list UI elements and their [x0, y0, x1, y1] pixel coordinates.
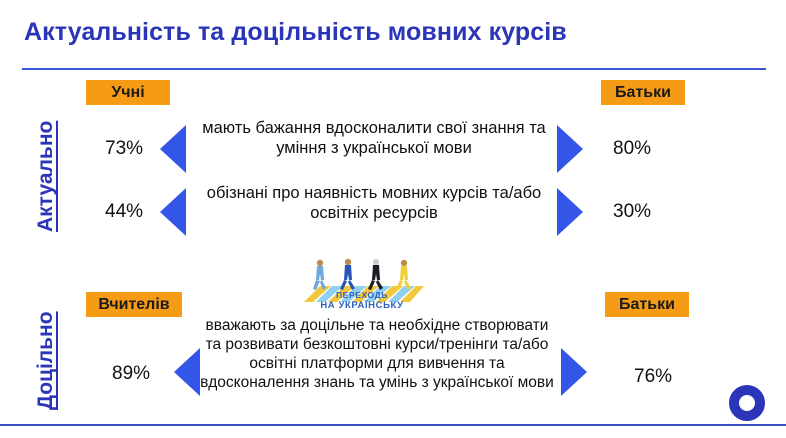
arrow-right-row3 [561, 348, 587, 396]
arrow-left-row1 [160, 125, 186, 173]
statement-row2: обізнані про наявність мовних курсів та/… [206, 184, 542, 223]
value-uchni-row1: 73% [105, 138, 144, 159]
arrow-left-row3 [174, 348, 200, 396]
section-label-aktualno: Актуально [34, 120, 57, 232]
badge-vchyteliv: Вчителів [86, 292, 182, 317]
logo-text-line2: НА УКРАЇНСЬКУ [320, 300, 404, 311]
page-title: Актуальність та доцільність мовних курсі… [24, 18, 567, 46]
value-batky-row3: 76% [634, 366, 673, 387]
logo-text-line1: ПЕРЕХОДЬ [335, 290, 389, 300]
badge-batky-bottom: Батьки [605, 292, 689, 317]
perekhod-na-ukrainsku-logo [300, 256, 424, 314]
value-vchyteliv-row3: 89% [112, 363, 151, 384]
value-uchni-row2: 44% [105, 201, 144, 222]
arrow-right-row1 [557, 125, 583, 173]
badge-batky-top: Батьки [601, 80, 685, 105]
arrow-right-row2 [557, 188, 583, 236]
section-label-docilno: Доцільно [34, 311, 57, 410]
circle-decoration-icon [729, 385, 765, 421]
bottom-divider [0, 424, 786, 426]
value-batky-row2: 30% [613, 201, 652, 222]
value-batky-row1: 80% [613, 138, 652, 159]
arrow-left-row2 [160, 188, 186, 236]
statement-row3: вважають за доцільне та необхідне створю… [200, 317, 554, 391]
badge-uchni: Учні [86, 80, 170, 105]
statement-row1: мають бажання вдосконалити свої знання т… [202, 119, 546, 158]
top-divider [22, 68, 766, 70]
